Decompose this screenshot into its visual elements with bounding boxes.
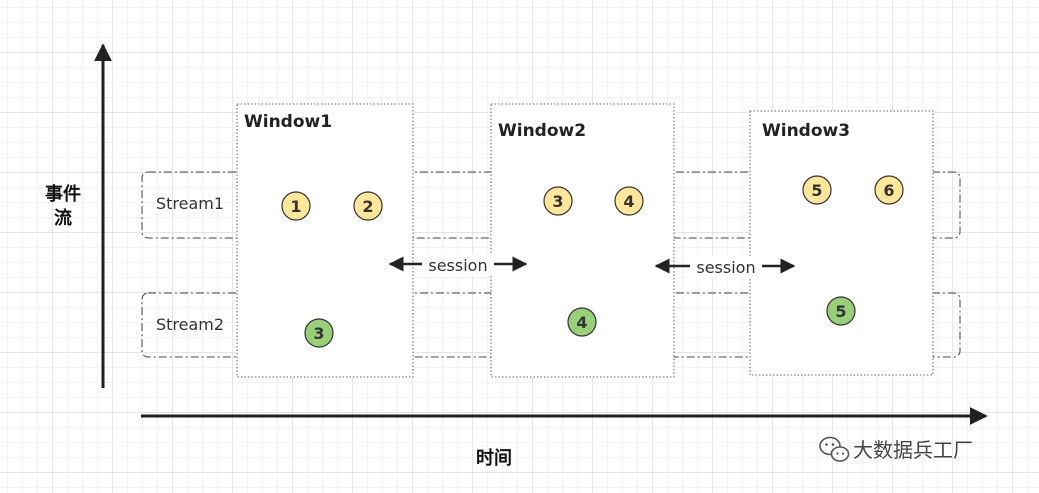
event-circle xyxy=(567,307,597,337)
event-circle xyxy=(874,175,904,205)
event-number: 3 xyxy=(313,324,324,343)
event-w2-2: 4 xyxy=(614,186,644,216)
window1-title: Window1 xyxy=(244,112,332,132)
event-number: 4 xyxy=(623,192,634,211)
window2-title: Window2 xyxy=(498,121,586,141)
watermark-text: 大数据兵工厂 xyxy=(853,438,973,462)
session-gap-2: session xyxy=(654,256,796,278)
event-circle xyxy=(543,186,573,216)
stream2-label: Stream2 xyxy=(156,315,224,334)
event-number: 3 xyxy=(552,192,563,211)
event-number: 5 xyxy=(811,181,822,200)
event-w1-2: 2 xyxy=(353,191,383,221)
event-number: 4 xyxy=(576,313,587,332)
wechat-icon xyxy=(819,436,850,462)
x-axis-label: 时间 xyxy=(476,448,512,469)
session-label: session xyxy=(696,258,755,277)
y-axis-label-line2: 流 xyxy=(54,207,72,229)
event-number: 2 xyxy=(362,197,373,216)
event-circle xyxy=(802,175,832,205)
event-circle xyxy=(826,296,856,326)
event-number: 1 xyxy=(290,197,301,216)
event-circle xyxy=(304,318,334,348)
event-w2-3: 4 xyxy=(567,307,597,337)
event-w3-2: 6 xyxy=(874,175,904,205)
event-number: 5 xyxy=(835,302,846,321)
event-w2-1: 3 xyxy=(543,186,573,216)
window3-title: Window3 xyxy=(762,121,850,141)
stream1-label: Stream1 xyxy=(156,194,224,213)
watermark: 大数据兵工厂 xyxy=(819,436,973,462)
session-gap-1: session xyxy=(388,254,528,276)
event-w3-3: 5 xyxy=(826,296,856,326)
y-axis-label-line1: 事件 xyxy=(45,183,81,205)
window3-box xyxy=(749,110,934,376)
event-number: 6 xyxy=(883,181,894,200)
event-circle xyxy=(353,191,383,221)
event-circle xyxy=(614,186,644,216)
event-circle xyxy=(281,191,311,221)
event-w1-3: 3 xyxy=(304,318,334,348)
event-w1-1: 1 xyxy=(281,191,311,221)
session-label: session xyxy=(428,256,487,275)
event-w3-1: 5 xyxy=(802,175,832,205)
